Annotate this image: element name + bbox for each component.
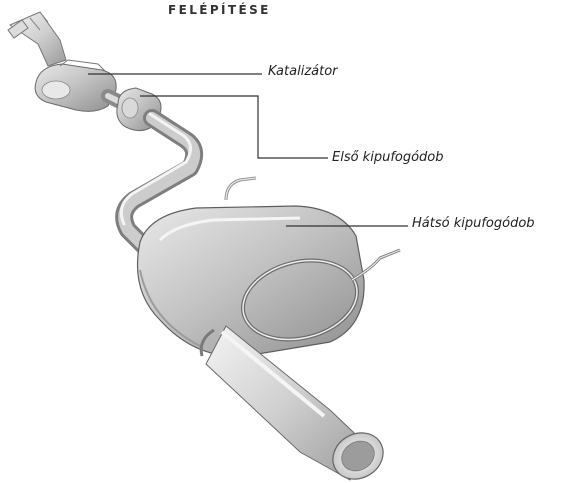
label-front-muffler: Első kipufogódob <box>332 150 444 165</box>
label-rear-muffler: Hátsó kipufogódob <box>412 216 535 231</box>
rear-muffler-body <box>138 206 365 356</box>
label-catalyst: Katalizátor <box>268 64 338 79</box>
catalyst-body <box>35 60 116 111</box>
tail-pipe <box>206 326 392 483</box>
inlet-pipe <box>8 12 66 66</box>
